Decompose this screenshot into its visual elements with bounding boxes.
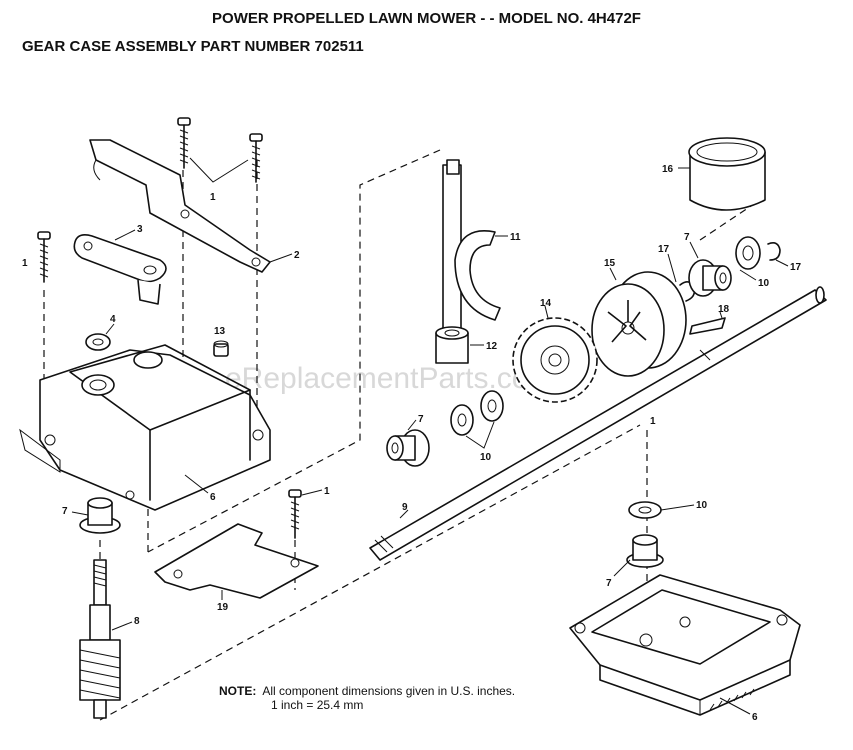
callout-6-bottom: 6 <box>752 712 758 723</box>
axle-9 <box>369 286 827 561</box>
washer-4 <box>85 333 111 351</box>
callout-1-left: 1 <box>22 258 28 269</box>
callout-16: 16 <box>662 164 674 175</box>
callout-8: 8 <box>134 616 140 627</box>
bushing-7-left <box>79 497 121 534</box>
callout-14: 14 <box>540 298 552 309</box>
callout-18: 18 <box>718 304 730 315</box>
gear-case-upper-housing <box>19 344 271 511</box>
clutch-pulley-15 <box>591 271 687 377</box>
washer-10-top <box>735 236 761 270</box>
callout-13: 13 <box>214 326 226 337</box>
callout-3: 3 <box>137 224 143 235</box>
callout-7-top: 7 <box>684 232 690 243</box>
callout-11: 11 <box>510 232 521 243</box>
watermark-text: eReplacementParts.com <box>225 362 553 395</box>
callout-10-bottom: 10 <box>696 500 708 511</box>
worm-shaft-8 <box>79 559 121 719</box>
bearing-7-mid <box>386 429 430 467</box>
callout-2: 2 <box>294 250 300 261</box>
bracket <box>89 139 271 273</box>
callout-17a: 17 <box>658 244 670 255</box>
gear-14 <box>512 317 598 403</box>
screw-mid <box>288 489 302 539</box>
callout-10-mid: 10 <box>480 452 492 463</box>
washer-10-bottom <box>628 501 662 519</box>
shift-fork-11 <box>442 159 501 331</box>
callout-6-top: 6 <box>210 492 216 503</box>
callout-12: 12 <box>486 341 498 352</box>
diagram-title: POWER PROPELLED LAWN MOWER - - MODEL NO.… <box>212 10 641 27</box>
washers-10-mid <box>450 390 504 449</box>
key-18 <box>689 317 726 335</box>
callout-19: 19 <box>217 602 229 613</box>
note-line-2: 1 inch = 25.4 mm <box>271 698 364 712</box>
collar-12 <box>435 326 469 364</box>
screw-top-pair <box>177 117 263 183</box>
note-line-1: All component dimensions given in U.S. i… <box>262 684 516 698</box>
cup-16 <box>688 137 766 211</box>
plug-13 <box>213 340 229 357</box>
callout-7-bottom: 7 <box>606 578 612 589</box>
callout-10-top: 10 <box>758 278 770 289</box>
callout-7-left: 7 <box>62 506 68 517</box>
plate-19 <box>154 523 319 599</box>
callout-1-right: 1 <box>650 416 656 427</box>
callout-7-mid: 7 <box>418 414 424 425</box>
note-label: NOTE: <box>219 684 257 698</box>
callout-17b: 17 <box>790 262 802 273</box>
bearing-7-top <box>688 259 732 297</box>
callout-1-top: 1 <box>210 192 216 203</box>
dimension-note: NOTE: All component dimensions given in U… <box>219 684 515 712</box>
callout-4: 4 <box>110 314 116 325</box>
gear-case-lower-housing <box>569 574 801 716</box>
callout-15: 15 <box>604 258 616 269</box>
diagram-subtitle: GEAR CASE ASSEMBLY PART NUMBER 702511 <box>22 38 364 55</box>
callout-9: 9 <box>402 502 408 513</box>
ring-17b <box>767 242 781 261</box>
bearing-7-bottom <box>626 534 664 568</box>
callout-1-mid: 1 <box>324 486 330 497</box>
screw-left <box>37 231 51 283</box>
shift-arm <box>73 234 167 305</box>
